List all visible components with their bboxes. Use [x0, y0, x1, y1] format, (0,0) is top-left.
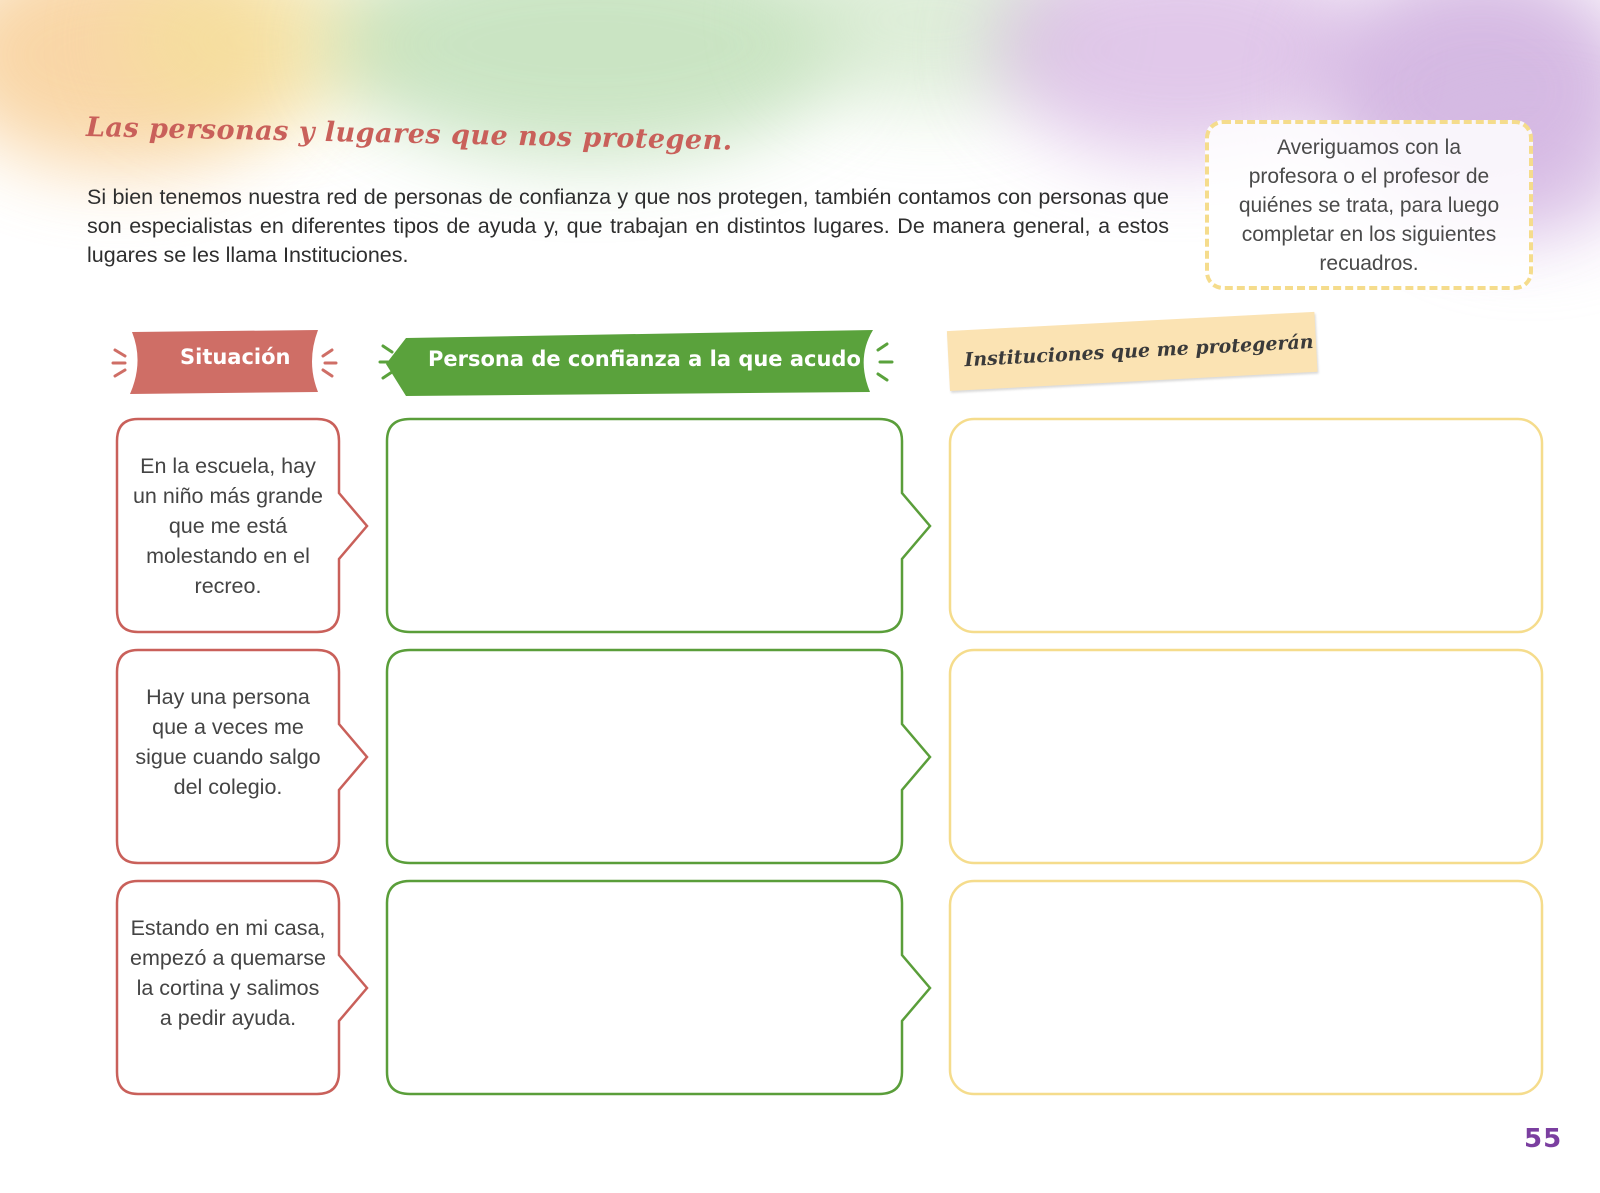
- institutions-answer-box[interactable]: [948, 417, 1544, 634]
- instruction-note: Averiguamos con la profesora o el profes…: [1205, 120, 1533, 290]
- trusted-person-answer-box[interactable]: [385, 648, 932, 865]
- intro-paragraph: Si bien tenemos nuestra red de personas …: [87, 185, 1169, 267]
- situation-bubble: [115, 879, 369, 1096]
- institutions-answer-box[interactable]: [948, 879, 1544, 1096]
- sparkle-right-icon: [321, 348, 338, 378]
- institutions-answer-box[interactable]: [948, 648, 1544, 865]
- situation-text-3: Estando en mi casa, empezó a quemarse la…: [130, 916, 326, 1030]
- trusted-person-header-banner: [378, 330, 894, 396]
- situation-header-banner: [111, 330, 338, 394]
- situation-text-2: Hay una persona que a veces me sigue cua…: [135, 685, 321, 799]
- page-number: 55: [1524, 1124, 1563, 1154]
- trusted-person-answer-box[interactable]: [385, 879, 932, 1096]
- trusted-person-header: Persona de confianza a la que acudo: [428, 347, 861, 371]
- situation-header: Situación: [180, 345, 291, 369]
- sparkle-left-icon: [378, 344, 394, 380]
- sparkle-left-icon: [111, 348, 127, 378]
- instruction-note-text: Averiguamos con la profesora o el profes…: [1238, 135, 1500, 275]
- situation-bubble: [115, 648, 369, 865]
- situation-bubble: [115, 417, 369, 634]
- trusted-person-answer-box[interactable]: [385, 417, 932, 634]
- situation-text-1: En la escuela, hay un niño más grande qu…: [132, 454, 324, 598]
- sparkle-right-icon: [876, 342, 894, 382]
